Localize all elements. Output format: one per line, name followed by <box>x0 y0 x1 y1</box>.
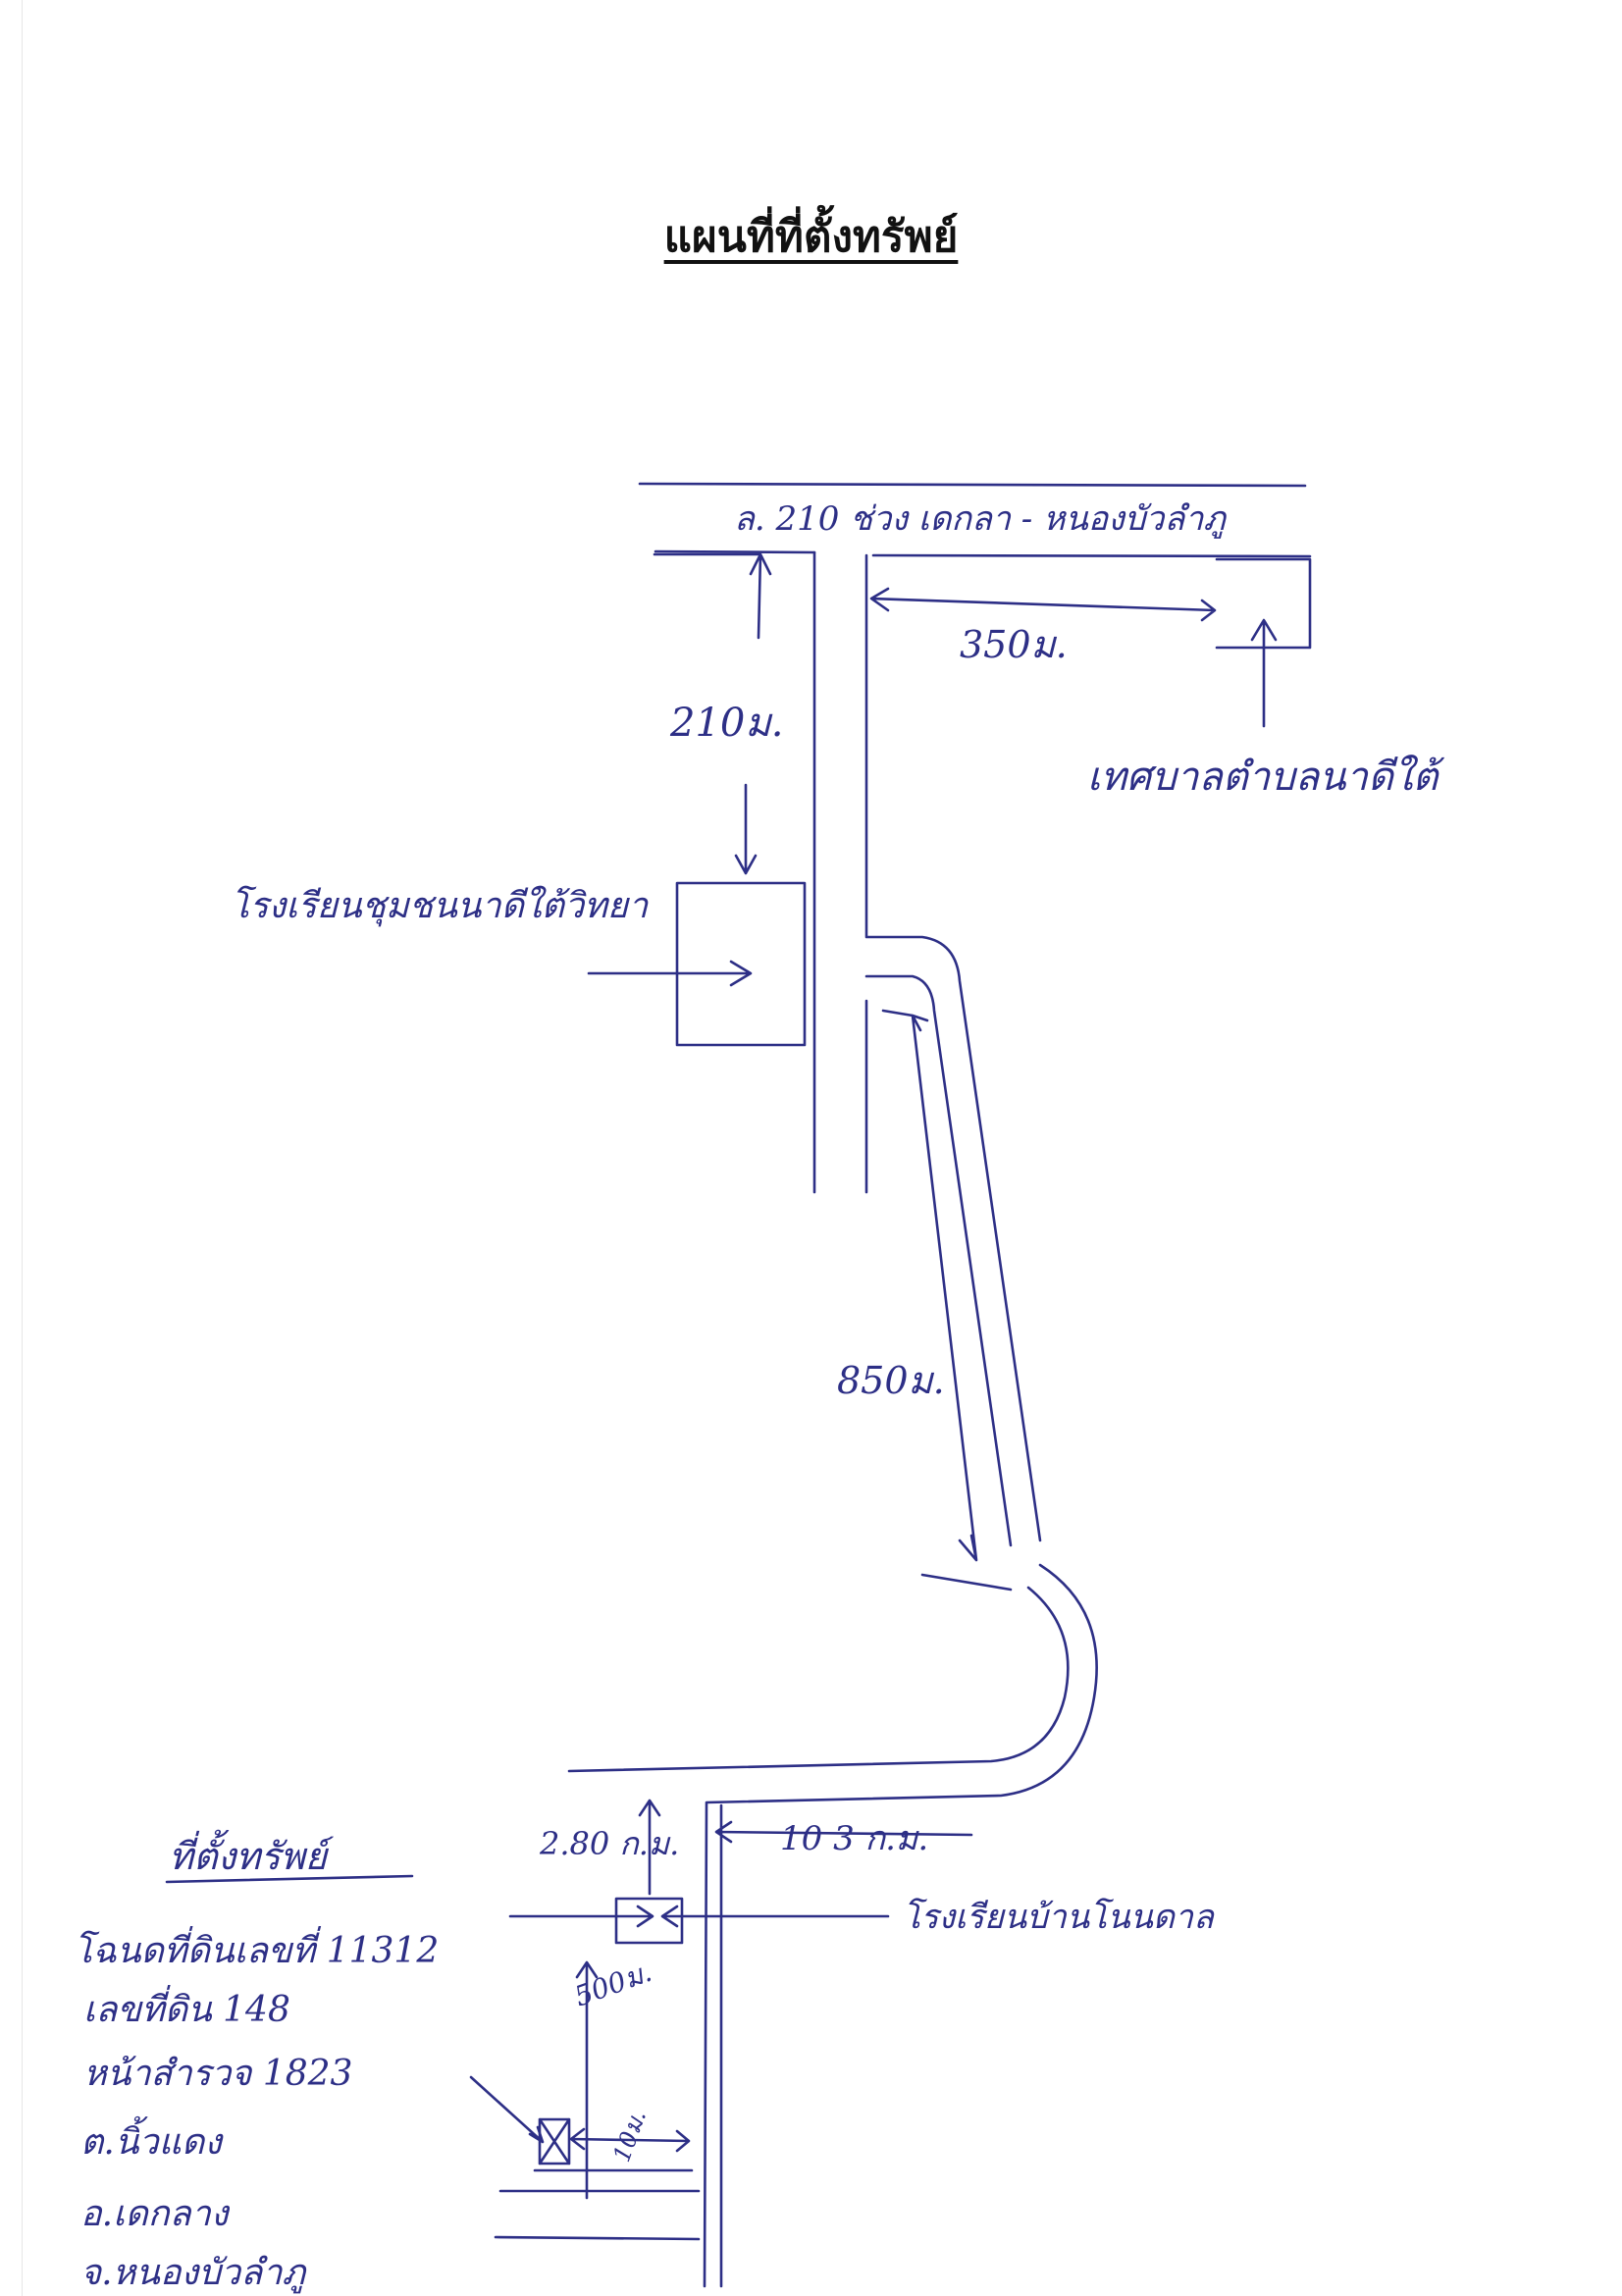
side-road-inner-edge <box>864 974 1013 1547</box>
dist-arrow-103 <box>714 1820 973 1844</box>
label-municipality: เทศบาลตำบลนาดีใต้ <box>1087 755 1444 800</box>
dist-arrow-10 <box>569 2127 691 2153</box>
dist-arrow-280 <box>638 1799 661 1896</box>
scan-edge <box>22 0 23 2296</box>
dist-arrow-210-bottom <box>734 783 758 875</box>
property-line: ต.นิ้วแดง <box>80 2115 224 2163</box>
municipality-arrow <box>1250 618 1278 728</box>
highway-road-bottom-edge-right <box>871 553 1312 558</box>
curve-crossing-mark <box>920 1573 1013 1592</box>
label-school-bottom: โรงเรียนบ้านโนนดาล <box>903 1898 1216 1937</box>
dist-arrow-210-top <box>653 552 772 640</box>
label-dist-500: 500ม. <box>570 1956 655 2013</box>
bottom-road-left <box>494 2235 701 2241</box>
school-arrow-right <box>660 1905 890 1928</box>
curve-road-outer <box>703 1563 1098 2288</box>
curve-road-inner <box>567 1586 1070 1773</box>
property-line: เลขที่ดิน 148 <box>83 1984 290 2030</box>
school-arrow-bottom <box>508 1905 654 1928</box>
dist-arrow-350 <box>869 587 1217 622</box>
property-line: หน้าสำรวจ 1823 <box>83 2054 352 2094</box>
label-dist-103: 10 3 ก.ม. <box>780 1819 928 1858</box>
property-line: โฉนดที่ดินเลขที่ 11312 <box>74 1925 439 1971</box>
school-arrow-top <box>587 960 753 987</box>
dist-arrow-850 <box>881 1009 978 1562</box>
highway-road-top-edge <box>638 482 1307 488</box>
property-line: อ.เดกลาง <box>80 2194 231 2234</box>
side-road-right-edge <box>864 553 1042 1542</box>
label-highway: ล. 210 ช่วง เดกลา - หนองบัวลำภู <box>734 499 1228 539</box>
property-line: จ.หนองบัวลำภู <box>80 2253 307 2294</box>
label-dist-850: 850ม. <box>837 1359 945 1402</box>
property-pointer <box>469 2075 545 2144</box>
label-dist-350: 350ม. <box>960 623 1068 666</box>
highway-road-bottom-edge <box>654 549 816 554</box>
property-heading: ที่ตั้งทรัพย์ <box>169 1829 335 1878</box>
label-dist-280: 2.80 ก.ม. <box>539 1825 679 1862</box>
label-dist-10: 10ม. <box>607 2107 652 2166</box>
dist-arrow-500 <box>575 1960 599 2200</box>
property-box <box>538 2117 571 2166</box>
label-dist-210: 210ม. <box>669 701 783 746</box>
label-school-top: โรงเรียนชุมชนนาดีใต้วิทยา <box>231 885 650 927</box>
page-title: แผนที่ที่ตั้งทรัพย์ <box>663 212 959 262</box>
property-heading-underline <box>165 1874 414 1884</box>
school-box-top <box>675 881 807 1047</box>
school-box-bottom <box>614 1897 684 1945</box>
